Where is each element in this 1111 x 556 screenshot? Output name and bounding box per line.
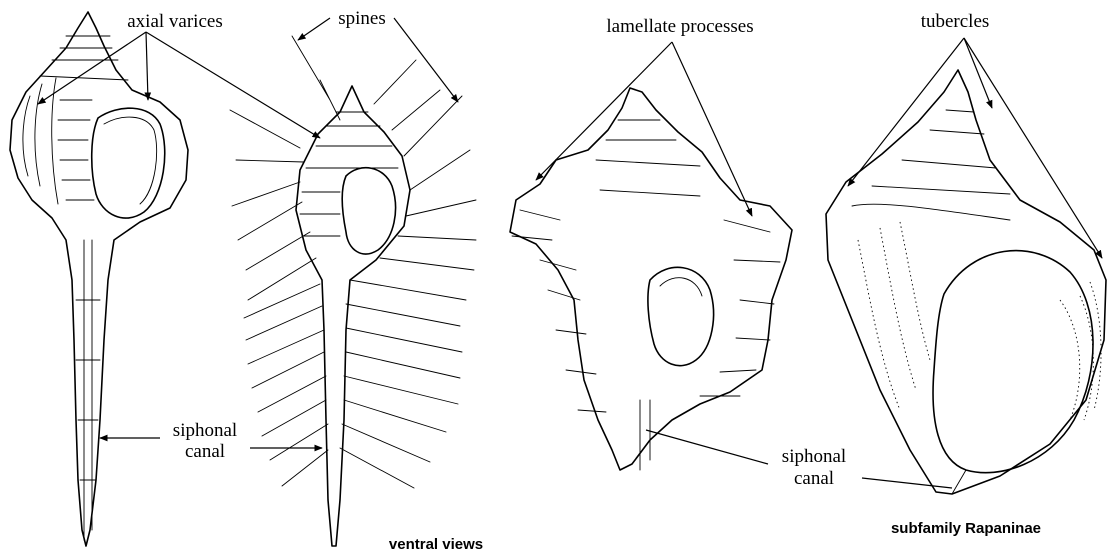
leader-lines: [38, 18, 1102, 488]
label-lamellate-processes: lamellate processes: [606, 16, 753, 37]
shell-rapaninae: [826, 70, 1106, 494]
label-siphonal-canal-left-line1: siphonal: [173, 420, 237, 441]
label-siphonal-canal-left-line2: canal: [185, 441, 225, 462]
caption-ventral-views: ventral views: [389, 536, 483, 553]
caption-subfamily-rapaninae: subfamily Rapaninae: [891, 520, 1041, 537]
shell-long-canal: [10, 12, 188, 546]
shell-spiny: [230, 36, 476, 546]
label-spines: spines: [338, 8, 386, 29]
shell-lamellate: [510, 88, 792, 470]
label-siphonal-canal-right-line1: siphonal: [782, 446, 846, 467]
label-axial-varices: axial varices: [127, 11, 222, 32]
label-tubercles: tubercles: [921, 11, 990, 32]
label-siphonal-canal-right-line2: canal: [794, 468, 834, 489]
